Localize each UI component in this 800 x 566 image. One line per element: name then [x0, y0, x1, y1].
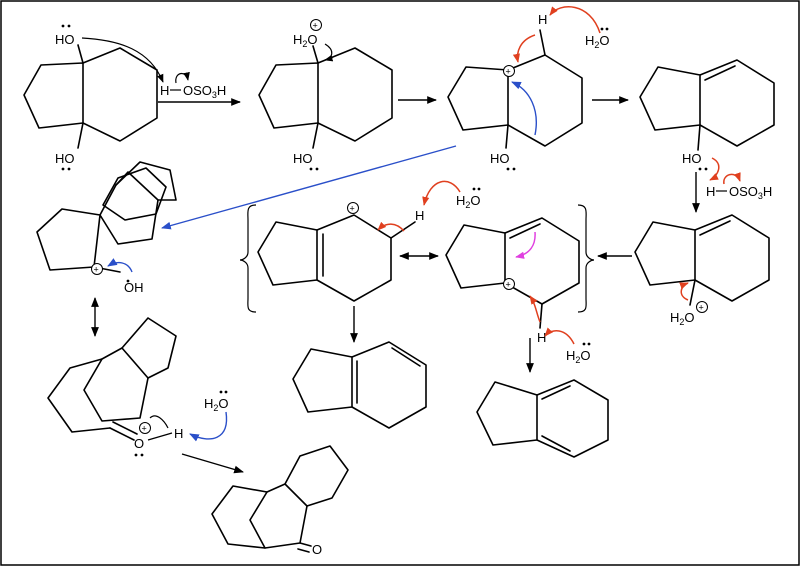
svg-text:H: H — [174, 426, 183, 441]
protonated-spiroketone-molecule: O + H H2O — [47, 317, 229, 457]
svg-text:OSO3H: OSO3H — [183, 83, 226, 100]
allylic-cation-left: H + H2O — [257, 180, 481, 302]
spiro-carbocation-molecule: + OH — [36, 161, 177, 295]
svg-text:H: H — [160, 83, 169, 98]
sulfuric-acid-reagent-1: H OSO3H — [160, 71, 226, 100]
diene-product-left — [292, 341, 427, 429]
hydroxyl-top-label: HO — [55, 32, 75, 47]
svg-text:H2O: H2O — [456, 193, 481, 210]
starting-diol-molecule: HO HO — [23, 24, 158, 171]
svg-text:OSO3H: OSO3H — [729, 184, 772, 201]
svg-text:O: O — [134, 436, 144, 451]
svg-text:H2O: H2O — [566, 348, 591, 365]
sulfuric-acid-reagent-2: H OSO3H — [706, 172, 772, 201]
spiro-carbocation-rings — [102, 167, 167, 221]
svg-text:+: + — [142, 424, 147, 434]
svg-text:HO: HO — [490, 151, 510, 166]
alkene-alcohol-molecule: HO — [639, 59, 775, 181]
svg-text:H2O: H2O — [204, 396, 229, 413]
protonated-diol-molecule: H2O + HO — [258, 19, 393, 171]
hydroxyl-bottom-label: HO — [55, 151, 75, 166]
protonated-alkene-alcohol-molecule: H2O + — [634, 214, 770, 327]
svg-text:H2O: H2O — [585, 33, 610, 50]
svg-text:H: H — [537, 330, 546, 345]
svg-text:HO: HO — [293, 151, 313, 166]
svg-text:H: H — [415, 208, 424, 223]
rearrangement-arrow — [161, 145, 457, 230]
svg-text:+: + — [94, 265, 99, 275]
svg-text:H: H — [538, 12, 547, 27]
svg-text:H2O: H2O — [670, 310, 695, 327]
svg-text:O: O — [312, 542, 322, 557]
svg-text:+: + — [313, 21, 318, 31]
svg-text:+: + — [699, 303, 704, 313]
svg-text:OH: OH — [124, 280, 144, 295]
svg-text:H: H — [706, 184, 715, 199]
svg-text:H2O: H2O — [293, 32, 318, 49]
allylic-cation-right: H + H2O — [445, 217, 591, 365]
svg-text:HO: HO — [682, 151, 702, 166]
svg-text:+: + — [350, 204, 355, 214]
tertiary-carbocation-molecule: H + HO H2O — [447, 6, 610, 171]
reaction-arrow-8 — [181, 453, 244, 474]
diene-product-right — [476, 379, 609, 458]
spiroketone-product: O — [211, 445, 349, 557]
svg-text:+: + — [506, 280, 511, 290]
proton-attack-arrow — [81, 37, 164, 83]
resonance-bracket — [239, 204, 595, 313]
svg-text:+: + — [506, 67, 511, 77]
